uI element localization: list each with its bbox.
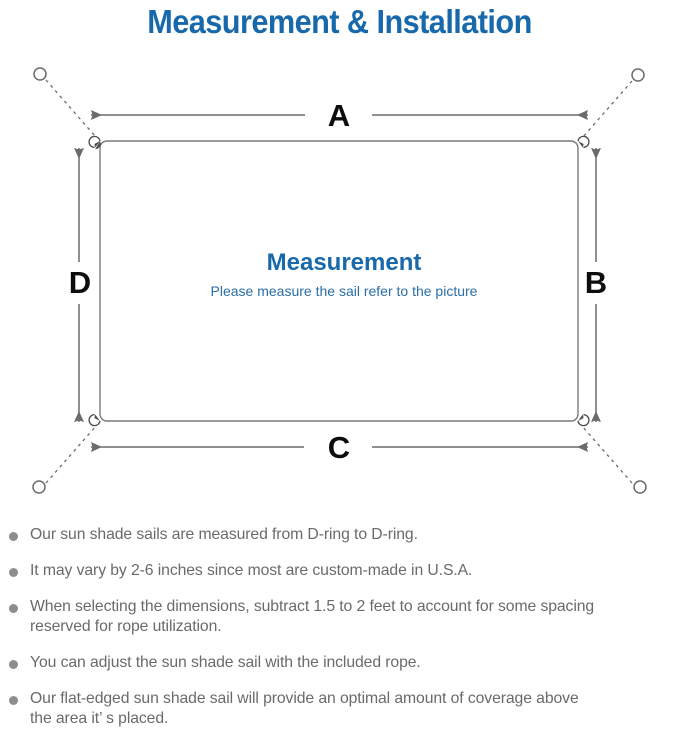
d-ring-top-right: [577, 135, 590, 149]
bullet-icon: [9, 532, 18, 541]
anchor-ring-top-right: [631, 68, 645, 82]
anchor-ring-bottom-left: [32, 480, 46, 494]
anchor-rings: [32, 67, 647, 494]
note-text: Our sun shade sails are measured from D-…: [30, 526, 418, 543]
d-rings: [88, 135, 590, 427]
note-item: You can adjust the sun shade sail with t…: [0, 653, 679, 673]
anchor-ring-top-left: [33, 67, 47, 81]
bullet-icon: [9, 660, 18, 669]
bullet-icon: [9, 696, 18, 705]
diagram-center-subtitle: Please measure the sail refer to the pic…: [211, 283, 478, 299]
dimension-arrows: [74, 110, 601, 452]
dimension-label-d: D: [69, 265, 91, 300]
note-item: It may vary by 2-6 inches since most are…: [0, 561, 679, 581]
bullet-icon: [9, 604, 18, 613]
rope-line-top-right: [582, 80, 633, 138]
rope-lines: [45, 79, 633, 484]
page-title: Measurement & Installation: [147, 3, 532, 40]
d-ring-bottom-left: [88, 413, 101, 427]
diagram-center-title: Measurement: [267, 249, 422, 276]
note-text: It may vary by 2-6 inches since most are…: [30, 562, 473, 579]
note-text: Our flat-edged sun shade sail will provi…: [30, 690, 579, 727]
bullet-icon: [9, 568, 18, 577]
sail-body: [99, 140, 579, 422]
rope-line-bottom-left: [45, 425, 97, 484]
dimension-label-b: B: [585, 265, 607, 300]
note-text: You can adjust the sun shade sail with t…: [30, 654, 421, 671]
notes-list: Our sun shade sails are measured from D-…: [0, 525, 679, 745]
dimension-label-a: A: [328, 98, 350, 133]
rope-line-bottom-right: [581, 425, 633, 484]
dimension-label-c: C: [328, 430, 350, 465]
note-item: Our flat-edged sun shade sail will provi…: [0, 689, 679, 729]
note-item: Our sun shade sails are measured from D-…: [0, 525, 679, 545]
rope-line-top-left: [45, 79, 96, 137]
d-ring-top-left: [88, 135, 101, 150]
note-item: When selecting the dimensions, subtract …: [0, 597, 679, 637]
d-ring-bottom-right: [577, 413, 590, 427]
note-text: When selecting the dimensions, subtract …: [30, 598, 595, 635]
anchor-ring-bottom-right: [633, 480, 647, 494]
sail-measurement-diagram: A C D B Measurement Please measure the s…: [0, 52, 679, 507]
